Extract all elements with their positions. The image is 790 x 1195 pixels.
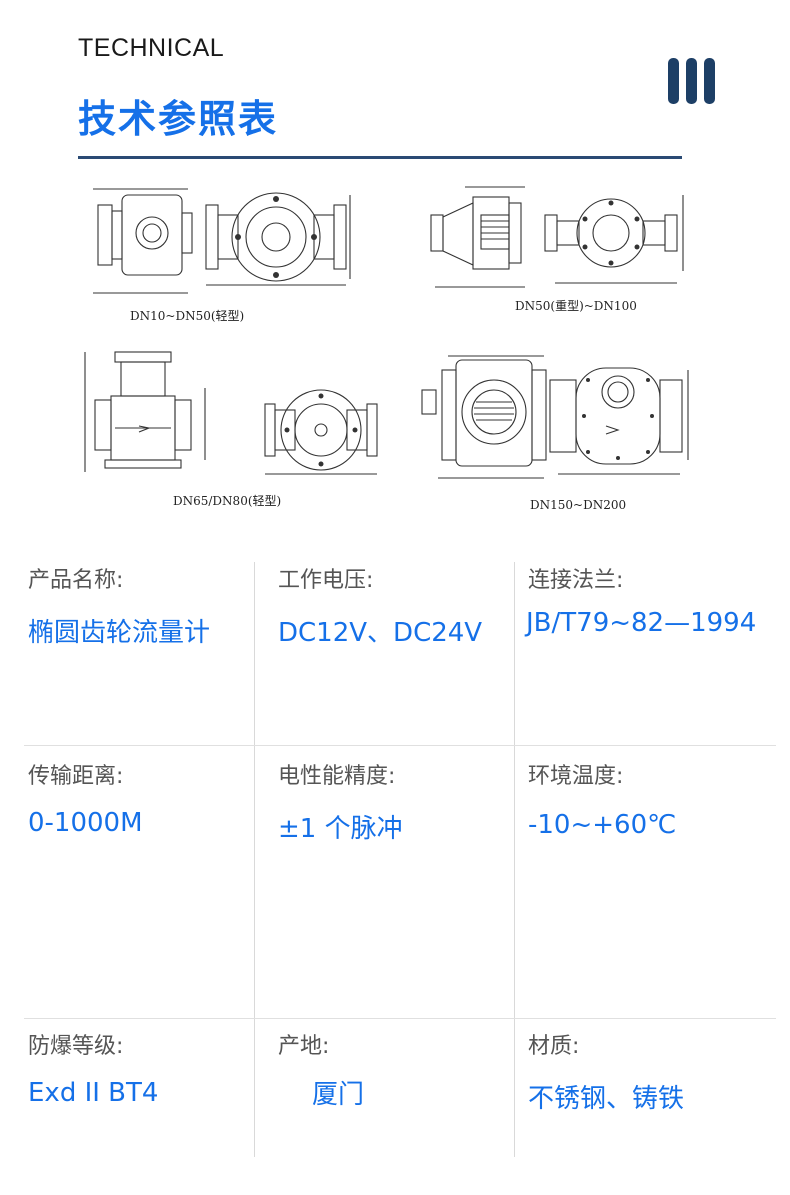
- spec-value-product: 椭圆齿轮流量计: [28, 618, 211, 648]
- menu-icon[interactable]: [668, 58, 716, 104]
- spec-label-origin: 产地:: [278, 1034, 330, 1059]
- spec-value-distance: 0-1000M: [28, 808, 143, 838]
- spec-label-voltage: 工作电压:: [278, 568, 374, 593]
- flowmeter-drawing-2: [430, 186, 684, 288]
- spec-label-explosion: 防爆等级:: [28, 1034, 124, 1059]
- spec-value-voltage: DC12V、DC24V: [278, 618, 483, 648]
- diagram-caption: DN10~DN50(轻型): [130, 309, 245, 323]
- grid-line: [254, 562, 255, 1157]
- diagram-dn10-dn50: DN10~DN50(轻型): [88, 175, 358, 323]
- flowmeter-drawing-3: [84, 351, 378, 475]
- diagram-caption: DN50(重型)~DN100: [515, 299, 637, 313]
- spec-table: 产品名称: 椭圆齿轮流量计 工作电压: DC12V、DC24V 连接法兰: JB…: [0, 540, 790, 1180]
- grid-line: [24, 745, 776, 746]
- header-title-en: TECHNICAL: [78, 34, 225, 62]
- spec-value-explosion: Exd II BT4: [28, 1078, 159, 1108]
- spec-label-flange: 连接法兰:: [528, 568, 624, 593]
- spec-label-distance: 传输距离:: [28, 764, 124, 789]
- header-title-zh: 技术参照表: [78, 97, 279, 141]
- spec-value-accuracy: ±1 个脉冲: [278, 814, 403, 844]
- diagram-dn65-dn80: DN65/DN80(轻型): [75, 348, 385, 508]
- diagram-caption: DN150~DN200: [530, 498, 627, 512]
- spec-value-origin: 厦门: [312, 1080, 365, 1110]
- grid-line: [514, 562, 515, 1157]
- grid-line: [24, 1018, 776, 1019]
- flowmeter-drawing-4: [421, 355, 689, 479]
- spec-label-accuracy: 电性能精度:: [278, 764, 396, 789]
- spec-value-flange: JB/T79~82—1994: [526, 608, 757, 638]
- diagram-dn150-dn200: DN150~DN200: [418, 350, 698, 512]
- spec-label-material: 材质:: [528, 1034, 580, 1059]
- header-divider: [78, 156, 682, 159]
- flowmeter-drawing-1: [93, 188, 351, 294]
- spec-label-temperature: 环境温度:: [528, 764, 624, 789]
- spec-value-temperature: -10~+60℃: [528, 810, 677, 840]
- spec-label-product: 产品名称:: [28, 568, 124, 593]
- spec-value-material: 不锈钢、铸铁: [528, 1084, 685, 1114]
- diagram-caption: DN65/DN80(轻型): [173, 494, 282, 508]
- diagram-dn50-dn100: DN50(重型)~DN100: [425, 175, 695, 313]
